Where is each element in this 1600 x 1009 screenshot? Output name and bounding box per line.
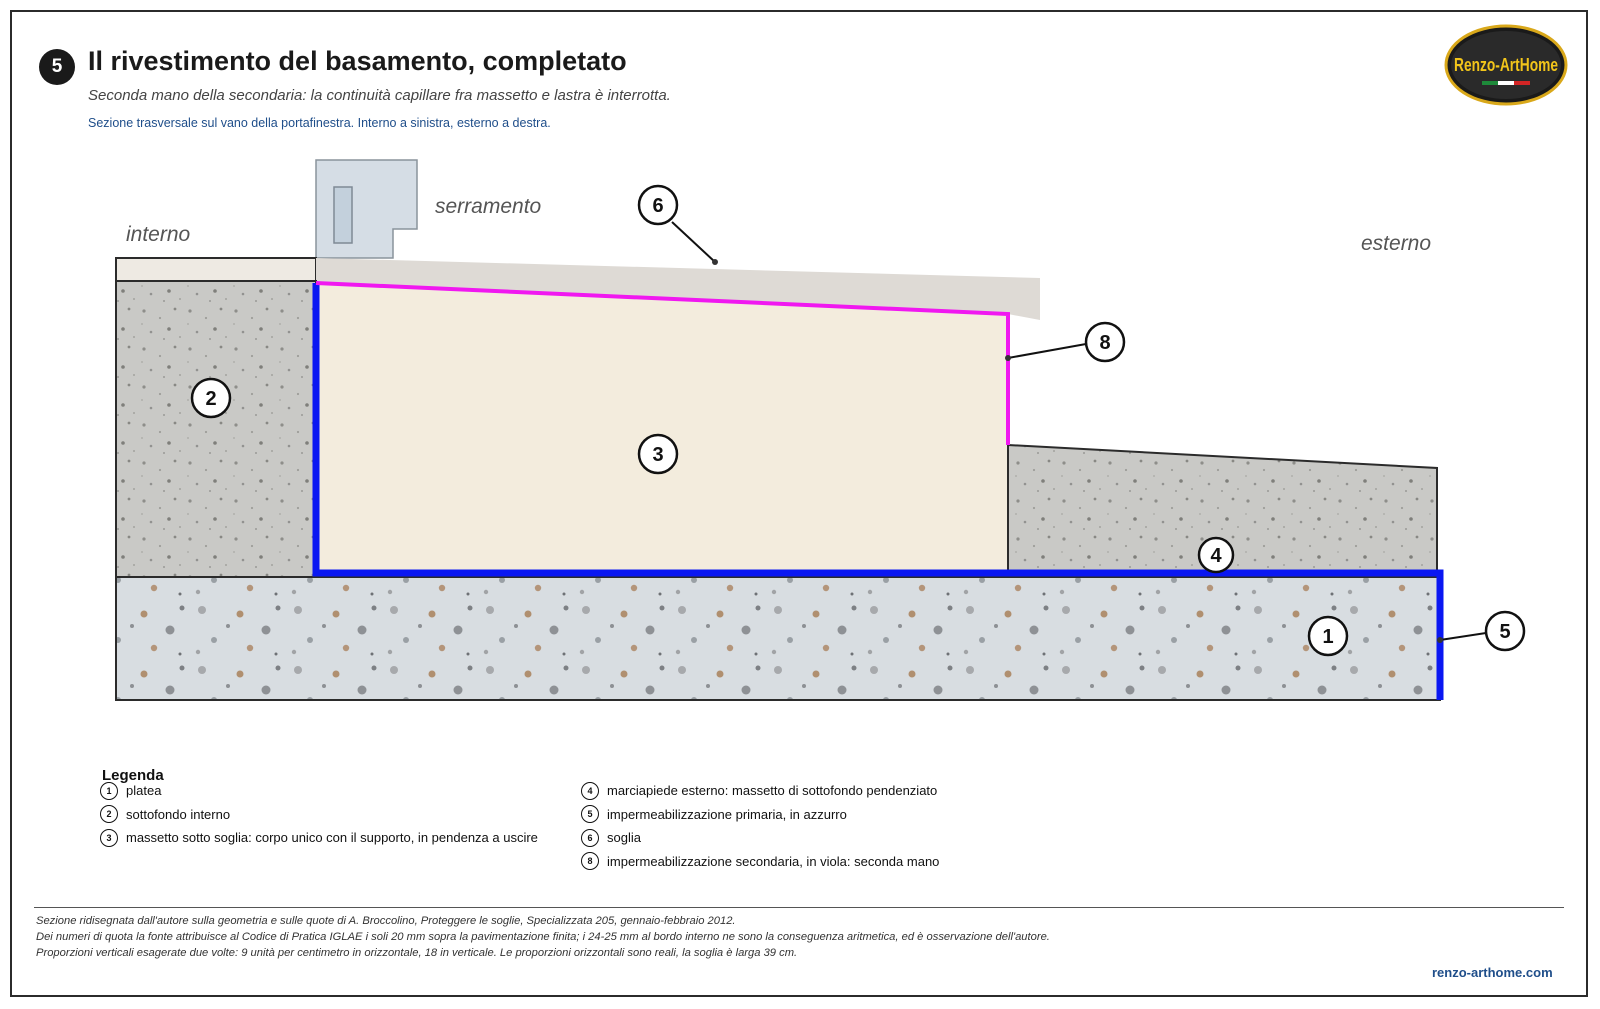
footer-line-2: Dei numeri di quota la fonte attribuisce…	[36, 931, 1050, 943]
footer-line-3: Proporzioni verticali esagerate due volt…	[36, 947, 798, 959]
legend-text: impermeabilizzazione primaria, in azzurr…	[607, 806, 847, 822]
interior-floor-finish	[115, 257, 317, 282]
flag-green-stripe	[1482, 81, 1498, 85]
label-esterno: esterno	[1361, 232, 1431, 255]
legend-number: 5	[581, 805, 599, 824]
legend-text: impermeabilizzazione secondaria, in viol…	[607, 853, 940, 869]
leader-5	[1439, 632, 1487, 641]
legend-item: 3 massetto sotto soglia: corpo unico con…	[100, 826, 538, 850]
legend-text: soglia	[607, 830, 641, 846]
foundation-slab	[115, 576, 1441, 701]
legend-item: 4 marciapiede esterno: massetto di sotto…	[581, 779, 939, 803]
legend-text: sottofondo interno	[126, 806, 231, 822]
flag-white-stripe	[1498, 81, 1514, 85]
label-serramento: serramento	[435, 195, 542, 218]
legend-number: 8	[581, 852, 599, 871]
callout-8: 8	[1084, 321, 1126, 363]
leader-6	[671, 221, 716, 263]
callout-3: 3	[637, 433, 679, 475]
svg-text:2: 2	[205, 388, 216, 410]
svg-text:4: 4	[1210, 545, 1222, 567]
callout-6: 6	[637, 184, 679, 226]
legend-number: 1	[100, 781, 118, 800]
svg-text:3: 3	[652, 444, 663, 466]
leader-5-dot	[1437, 637, 1443, 643]
legend-left: 1 platea 2 sottofondo interno 3 massetto…	[100, 779, 538, 850]
interior-subfloor	[115, 280, 317, 578]
legend-item: 6 soglia	[581, 826, 939, 850]
threshold-slab	[316, 258, 1040, 320]
legend-right: 4 marciapiede esterno: massetto di sotto…	[581, 779, 939, 873]
legend-item: 5 impermeabilizzazione primaria, in azzu…	[581, 803, 939, 827]
svg-text:8: 8	[1099, 332, 1110, 354]
label-interno: interno	[126, 223, 191, 246]
svg-text:1: 1	[1322, 626, 1333, 648]
leader-8	[1007, 343, 1087, 359]
legend-number: 2	[100, 805, 118, 824]
website-link[interactable]: renzo-arthome.com	[1432, 965, 1553, 980]
logo-text: Renzo-ArtHome	[1454, 55, 1558, 75]
callout-4: 4	[1197, 536, 1235, 574]
svg-text:6: 6	[652, 195, 663, 217]
legend-item: 2 sottofondo interno	[100, 803, 538, 827]
footer-line-1: Sezione ridisegnata dall'autore sulla ge…	[36, 915, 736, 927]
legend-text: massetto sotto soglia: corpo unico con i…	[126, 830, 538, 846]
secondary-waterproofing	[315, 281, 1010, 445]
page-title: Il rivestimento del basamento, completat…	[88, 46, 627, 76]
legend-item: 1 platea	[100, 779, 538, 803]
leader-6-dot	[712, 259, 718, 265]
svg-text:5: 5	[1499, 621, 1510, 643]
legend-number: 3	[100, 828, 118, 847]
callout-1: 1	[1307, 615, 1349, 657]
callout-5: 5	[1484, 610, 1526, 652]
callout-2: 2	[190, 377, 232, 419]
legend-number: 4	[581, 781, 599, 800]
window-frame-profile	[315, 159, 418, 259]
brand-logo: Renzo-ArtHome	[1444, 24, 1568, 106]
step-badge: 5	[39, 49, 75, 85]
page-subtitle: Seconda mano della secondaria: la contin…	[88, 87, 671, 104]
section-note: Sezione trasversale sul vano della porta…	[88, 116, 551, 130]
legend-text: platea	[126, 783, 162, 799]
flag-red-stripe	[1514, 81, 1530, 85]
legend-text: marciapiede esterno: massetto di sottofo…	[607, 783, 938, 799]
leader-8-dot	[1005, 355, 1011, 361]
footer-divider	[34, 907, 1564, 908]
window-frame-slot	[333, 186, 353, 244]
primary-waterproofing	[312, 283, 1444, 700]
legend-number: 6	[581, 828, 599, 847]
legend-title: Legenda	[102, 767, 164, 784]
sill-screed	[316, 283, 1008, 573]
legend-item: 8 impermeabilizzazione secondaria, in vi…	[581, 850, 939, 874]
